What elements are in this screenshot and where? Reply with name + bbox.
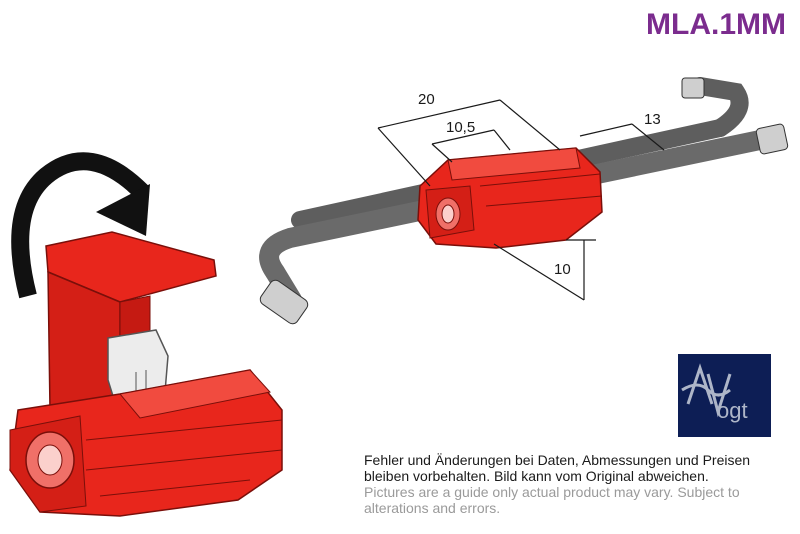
rotation-arrow (11, 152, 150, 299)
connector-large (9, 231, 283, 517)
disclaimer-german: Fehler und Änderungen bei Daten, Abmessu… (364, 452, 751, 484)
dim-label-20: 20 (418, 91, 435, 108)
wire-front (259, 123, 789, 325)
vogt-logo-mark (681, 363, 732, 418)
dim-label-10: 10 (554, 261, 571, 278)
disclaimer-english: Pictures are a guide only actual product… (364, 484, 740, 516)
connector-small (417, 147, 603, 249)
dim-label-13: 13 (644, 111, 661, 128)
product-code: MLA.1MM (646, 8, 786, 41)
logo-text: ogt (717, 398, 748, 423)
dim-label-10-5: 10,5 (446, 119, 475, 136)
vogt-logo: ogt (678, 354, 771, 437)
dimension-lines (377, 99, 665, 301)
disclaimer: Fehler und Änderungen bei Daten, Abmessu… (364, 452, 784, 516)
